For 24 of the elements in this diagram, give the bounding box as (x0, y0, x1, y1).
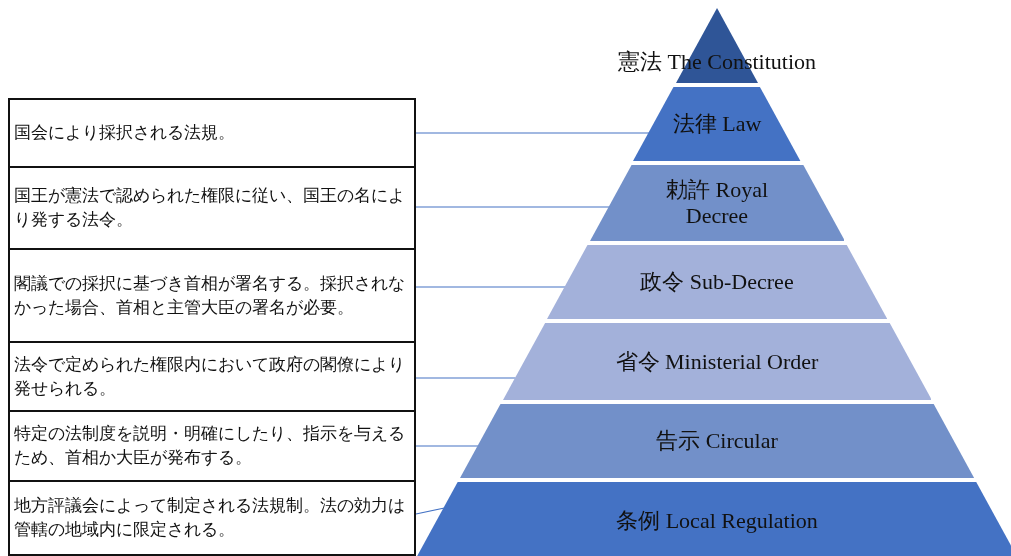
description-box: 国王が憲法で認められた権限に従い、国王の名により発する法令。 (8, 166, 416, 250)
tier-label: 省令 Ministerial Order (615, 348, 819, 375)
pyramid-tier (546, 245, 888, 319)
tier-label: 政令 Sub-Decree (640, 269, 794, 295)
pyramid-tier (589, 165, 845, 241)
pyramid-tier (415, 482, 1011, 556)
description-box: 法令で定められた権限内において政府の閣僚により発せられる。 (8, 341, 416, 412)
tier-label: 勅許 Royal Decree (664, 177, 769, 229)
leader-line (415, 445, 479, 447)
leader-line (415, 507, 446, 515)
leader-line (415, 132, 651, 134)
leader-line (415, 206, 610, 208)
pyramid-tier (459, 404, 975, 478)
pyramid-tier (633, 87, 801, 161)
pyramid-tier (502, 323, 932, 400)
leader-line (415, 286, 566, 288)
leader-line (415, 377, 517, 379)
description-box: 地方評議会によって制定される法規制。法の効力は管轄の地域内に限定される。 (8, 480, 416, 556)
tier-label: 条例 Local Regulation (616, 508, 818, 534)
description-box: 特定の法制度を説明・明確にしたり、指示を与えるため、首相か大臣が発布する。 (8, 410, 416, 482)
tier-label: 法律 Law (672, 111, 762, 137)
description-box: 国会により採択される法規。 (8, 98, 416, 168)
description-box: 閣議での採択に基づき首相が署名する。採択されなかった場合、首相と主管大臣の署名が必要。 (8, 248, 416, 343)
tier-label: 告示 Circular (656, 428, 778, 454)
